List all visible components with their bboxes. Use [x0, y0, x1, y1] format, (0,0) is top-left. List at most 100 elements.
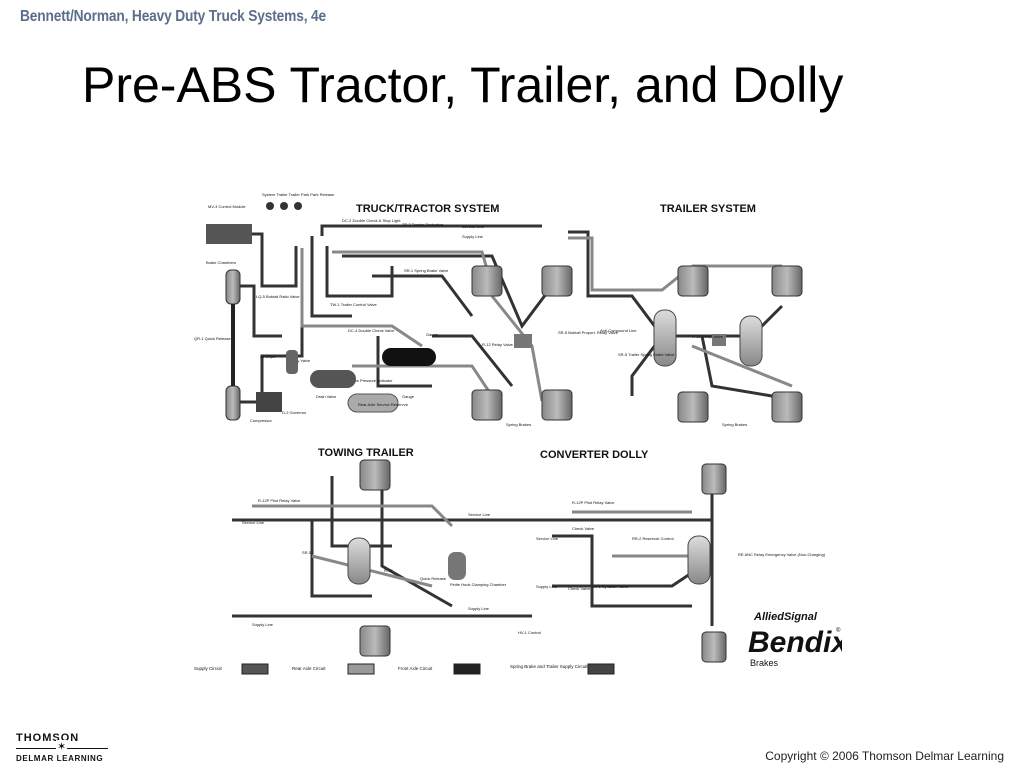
label-dc2: DC-2 Double Check & Stop Light [342, 218, 401, 223]
label-switches: System Trailer Trailer Park Park Release [262, 192, 335, 197]
brand-reg: ® [836, 627, 841, 634]
legend-label-supply: Supply Circuit [194, 666, 223, 671]
label-tp3: TP-3 Tractor Protection [402, 222, 443, 227]
publisher-divider: ✶ [16, 740, 126, 753]
label-r12p-dolly: R-12P Pilot Relay Valve [572, 500, 615, 505]
compressor [256, 392, 282, 412]
legend-swatch-front [453, 663, 481, 675]
legend-swatch-spring [587, 663, 615, 675]
section-title-converter-dolly: CONVERTER DOLLY [540, 449, 649, 461]
label-brake-chambers: Brake Chambers [206, 260, 236, 265]
switch-trailer-park [280, 202, 288, 210]
bendix-logo: AlliedSignal Bendix ® Brakes [748, 611, 842, 668]
label-mv3: MV-3 Control Module [208, 204, 246, 209]
label-spring-brakes-tractor: Spring Brakes [506, 422, 531, 427]
dolly-reservoir [687, 535, 711, 585]
rear-chamber-2 [541, 265, 573, 297]
trailer-chamber-4 [771, 391, 803, 423]
label-tw1: TW-1 Trailer Control Valve [330, 302, 378, 307]
tow-chamber-2 [359, 625, 391, 657]
trailer-chamber-2 [771, 265, 803, 297]
truck-tractor-system: TRUCK/TRACTOR SYSTEM MV-3 Control Module… [194, 192, 619, 427]
label-service-line-dolly: Service Line [536, 536, 559, 541]
rear-chamber-4 [541, 389, 573, 421]
label-lq5: LQ-5 Bobtail Ratio Valve [256, 294, 300, 299]
label-lp3: LP-3 Low Pressure Indicator [342, 378, 393, 383]
tow-chamber-1 [359, 459, 391, 491]
relay-valve-r12 [514, 334, 532, 348]
legend-label-rear: Rear Axle Circuit [292, 666, 326, 671]
rear-chamber-1 [471, 265, 503, 297]
label-supply-line-tow-2: Supply Line [252, 622, 274, 627]
air-dryer [286, 350, 298, 374]
label-air-dryer: Air Dryer [260, 354, 276, 359]
label-dc4: DC-4 Double Check Valve [348, 328, 395, 333]
trailer-chamber-1 [677, 265, 709, 297]
brand-allied: AlliedSignal [753, 611, 818, 623]
legend-swatch-rear [347, 663, 375, 675]
publisher-logo: THOMSON ✶ DELMAR LEARNING [16, 732, 126, 763]
brand-bendix: Bendix [748, 626, 842, 659]
label-sr1: SR-1 Spring Brake Valve [404, 268, 449, 273]
rear-service-reservoir [347, 393, 399, 413]
legend-swatch-supply [241, 663, 269, 675]
pintle-hook-chamber [448, 552, 466, 580]
primary-reservoir [382, 348, 436, 366]
brand-brakes: Brakes [750, 658, 779, 668]
dolly-chamber-1 [701, 463, 727, 495]
air-brake-diagram: TRUCK/TRACTOR SYSTEM MV-3 Control Module… [192, 186, 842, 686]
control-module [206, 224, 252, 244]
label-hv1: HV-1 Control [518, 630, 541, 635]
label-supply-line-dolly: Supply Line [536, 584, 558, 589]
trailer-relay-valve [712, 334, 726, 346]
label-sr5: SR-5 [302, 550, 312, 555]
trailer-reservoir-1 [653, 309, 677, 367]
tow-reservoir [347, 537, 371, 585]
label-safety-valve: Safety Valve [288, 358, 311, 363]
label-r12: R-12 Relay Valve [482, 342, 514, 347]
towing-trailer: TOWING TRAILER R-12P Pilot Relay Valve S… [232, 447, 572, 657]
trailer-chamber-3 [677, 391, 709, 423]
label-check-valve-2: Check Valve [568, 586, 591, 591]
label-r12-trailer: R-12 Relay Valve [692, 334, 724, 339]
book-title-header: Bennett/Norman, Heavy Duty Truck Systems… [20, 8, 326, 25]
legend-label-spring: Spring Brake and Trailer Supply Circuit [510, 664, 588, 669]
label-qr1: QR-1 Quick Release [194, 336, 231, 341]
label-r12-short: R-12 [384, 568, 393, 573]
label-dv1: DV-1 Synaflex Valve [592, 584, 629, 589]
label-sr5-rear: SR-5 Bobtail Proport. Relay Valve [558, 330, 619, 335]
label-quick-release: Quick Release [420, 576, 447, 581]
label-service-line-tow-2: Service Line [468, 512, 491, 517]
label-anti-compound: Anti-Compound Line [600, 328, 637, 333]
label-check-valve: Check Valve [572, 526, 595, 531]
switch-system-park [266, 202, 274, 210]
publisher-top: THOMSON [16, 732, 80, 744]
label-governor: D-2 Governor [282, 410, 307, 415]
label-service-line-tow: Service Line [242, 520, 265, 525]
section-title-truck-tractor: TRUCK/TRACTOR SYSTEM [356, 203, 499, 215]
dolly-chamber-2 [701, 631, 727, 663]
label-compressor: Compressor [250, 418, 272, 423]
publisher-bottom: DELMAR LEARNING [16, 754, 104, 763]
legend-label-front: Front Axle Circuit [398, 666, 433, 671]
label-reservoir: Rear Axle Service Reservoir [358, 402, 409, 407]
supply-reservoir [310, 370, 356, 388]
label-rr2: RR-2 Reservoir Control [632, 536, 674, 541]
label-gauge-2: Gauge [402, 394, 415, 399]
front-left-chamber [225, 269, 241, 305]
copyright-text: Copyright © 2006 Thomson Delmar Learning [765, 749, 1004, 763]
label-supply-line-tractor: Supply Line [462, 234, 484, 239]
slide-title: Pre-ABS Tractor, Trailer, and Dolly [82, 57, 844, 113]
switch-trailer-release [294, 202, 302, 210]
section-title-trailer: TRAILER SYSTEM [660, 203, 756, 215]
front-right-chamber [225, 385, 241, 421]
label-spring-brakes-trailer: Spring Brakes [722, 422, 747, 427]
label-sr5-trailer: SR-5 Trailer Spring Brake Valve [618, 352, 675, 357]
converter-dolly: CONVERTER DOLLY R-12P Pilot Relay Valve … [518, 449, 826, 663]
label-r12p-tow: R-12P Pilot Relay Valve [258, 498, 301, 503]
label-supply-line-tow: Supply Line [468, 606, 490, 611]
trailer-system: TRAILER SYSTEM Anti-Compound Line SR-5 T… [568, 203, 803, 427]
section-title-towing-trailer: TOWING TRAILER [318, 447, 414, 459]
label-service-line-tractor: Service Line [462, 224, 485, 229]
label-drain-valve: Drain Valve [316, 394, 337, 399]
